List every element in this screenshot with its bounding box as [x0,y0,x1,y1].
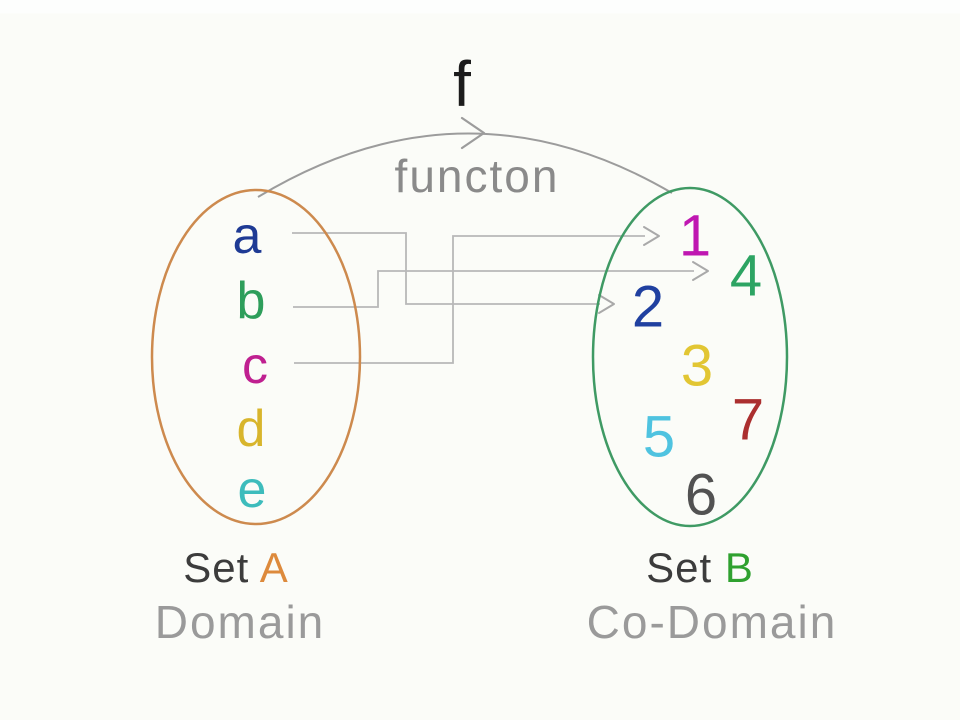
function-symbol: f [453,48,471,120]
mapping-c-to-1-line [294,235,645,364]
function-arc-arrowhead-icon [460,116,486,150]
set-b-member-6: 6 [685,463,717,528]
mapping-a-to-2-arrowhead-icon [598,294,615,314]
set-a-member-c: c [242,337,268,395]
function-caption: functon [395,150,560,202]
set-a-title: Set A [183,544,288,591]
mapping-b-to-4-arrowhead-icon [692,261,709,281]
set-a-title-prefix: Set [183,544,259,591]
set-a-member-a: a [233,207,262,265]
mapping-c-to-1-arrowhead-icon [643,226,660,246]
set-b-title-letter: B [725,544,754,591]
set-b-member-3: 3 [681,334,713,399]
set-b-member-5: 5 [643,405,675,470]
set-a-member-e: e [238,461,267,519]
set-a-title-letter: A [260,544,289,591]
set-a-member-b: b [237,272,266,330]
set-b-member-7: 7 [732,388,764,453]
set-b-title: Set B [646,544,754,591]
set-a-member-d: d [237,400,266,458]
set-b-member-2: 2 [632,275,664,340]
set-b-member-1: 1 [679,204,711,269]
set-a-ellipse [150,188,362,526]
set-b-title-prefix: Set [646,544,725,591]
set-b-member-4: 4 [730,244,762,309]
set-b-subtitle: Co-Domain [587,596,838,648]
mapping-b-to-4-line [293,270,694,308]
set-a-subtitle: Domain [155,596,326,648]
set-b-ellipse [591,186,789,528]
mapping-a-to-2-line [292,232,600,305]
function-arc [257,132,673,198]
